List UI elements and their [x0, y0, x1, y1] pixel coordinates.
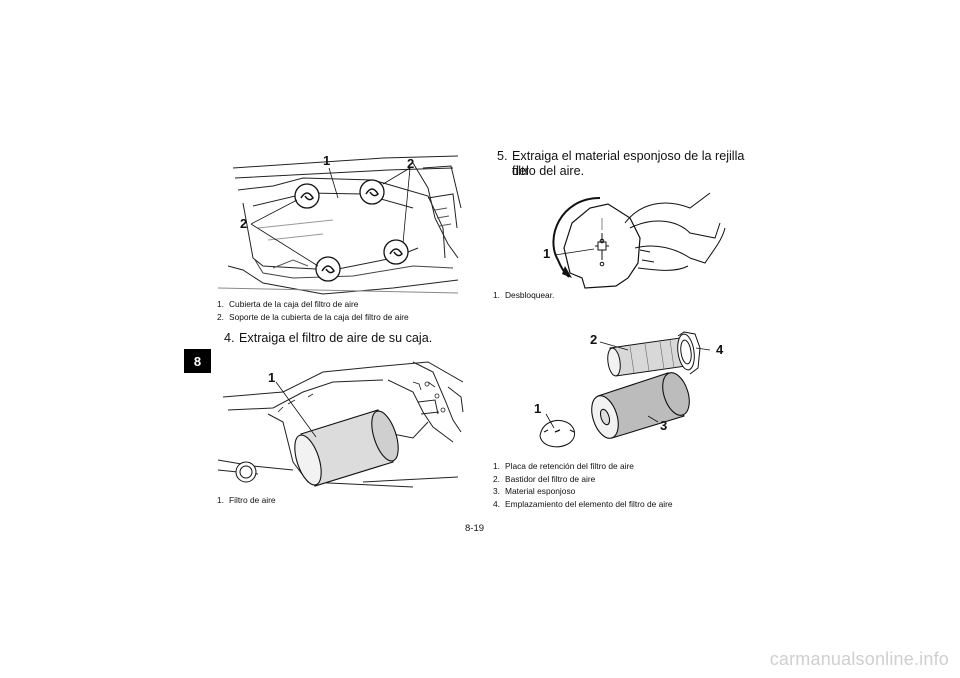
caption-item: 2. Soporte de la cubierta de la caja del …: [217, 311, 409, 324]
callout-4: 4: [716, 342, 724, 357]
callout-2-left: 2: [240, 216, 247, 231]
caption-num: 2.: [493, 473, 500, 484]
caption-num: 1.: [217, 299, 224, 309]
caption-num: 1.: [493, 461, 500, 471]
caption-text: Placa de retención del filtro de aire: [505, 461, 634, 471]
figure-air-filter-in-case: 1: [213, 352, 468, 492]
airbox-cover-illustration: 1 2 2: [217, 153, 462, 295]
watermark[interactable]: carmanualsonline.info: [769, 649, 949, 669]
caption-text: Soporte de la cubierta de la caja del fi…: [229, 311, 409, 322]
caption-item: 4. Emplazamiento del elemento del filtro …: [493, 498, 673, 511]
step-text: Extraiga el filtro de aire de su caja.: [239, 331, 433, 345]
step-number: 5.: [497, 149, 508, 163]
figure1-caption: 1. Cubierta de la caja del filtro de aire…: [217, 298, 409, 323]
caption-text: Bastidor del filtro de aire: [505, 473, 596, 484]
caption-item: 1. Placa de retención del filtro de aire: [493, 460, 673, 473]
figure-airbox-cover: 1 2 2: [213, 148, 468, 300]
callout-2-right: 2: [407, 156, 414, 171]
figure4-caption: 1.Placa de retención del filtro de aire …: [493, 460, 673, 510]
caption-text: Material esponjoso: [505, 486, 576, 497]
step-text-line1: Extraiga el material esponjoso de la rej…: [512, 149, 745, 178]
filter-parts-illustration: 2 4 1 3: [534, 331, 724, 448]
unlock-illustration: 1: [543, 192, 726, 289]
step-5: 5. Extraiga el material esponjoso de la …: [497, 149, 752, 181]
callout-3: 3: [660, 418, 667, 433]
callout-1: 1: [268, 370, 275, 385]
caption-num: 1.: [493, 290, 500, 300]
step-4: 4. Extraiga el filtro de aire de su caja…: [224, 331, 464, 347]
caption-num: 4.: [493, 498, 500, 509]
callout-1: 1: [543, 246, 550, 261]
caption-text: Emplazamiento del elemento del filtro de…: [505, 498, 673, 509]
callout-2: 2: [590, 332, 597, 347]
caption-text: Cubierta de la caja del filtro de aire: [229, 299, 359, 309]
figure2-caption: 1. Filtro de aire: [217, 494, 276, 507]
caption-item: 1. Filtro de aire: [217, 494, 276, 507]
caption-item: 1. Desbloquear.: [493, 289, 554, 302]
callout-1: 1: [534, 401, 541, 416]
caption-num: 3.: [493, 486, 500, 497]
figure-unlock: 1: [490, 178, 730, 290]
caption-item: 3. Material esponjoso: [493, 485, 673, 498]
air-filter-in-case-illustration: 1: [217, 361, 464, 488]
callout-1: 1: [323, 153, 330, 168]
caption-num: 1.: [217, 495, 224, 505]
step-text-line2: filtro del aire.: [512, 164, 585, 178]
caption-item: 2. Bastidor del filtro de aire: [493, 473, 673, 486]
chapter-tab: 8: [184, 349, 211, 373]
step-number: 4.: [224, 331, 235, 345]
caption-num: 2.: [217, 311, 224, 322]
caption-text: Desbloquear.: [505, 290, 555, 300]
figure3-caption: 1. Desbloquear.: [493, 289, 554, 302]
caption-item: 1. Cubierta de la caja del filtro de aire: [217, 298, 409, 311]
page-number: 8-19: [465, 523, 485, 534]
figure-filter-parts: 2 4 1 3: [520, 318, 735, 458]
caption-text: Filtro de aire: [229, 495, 276, 505]
